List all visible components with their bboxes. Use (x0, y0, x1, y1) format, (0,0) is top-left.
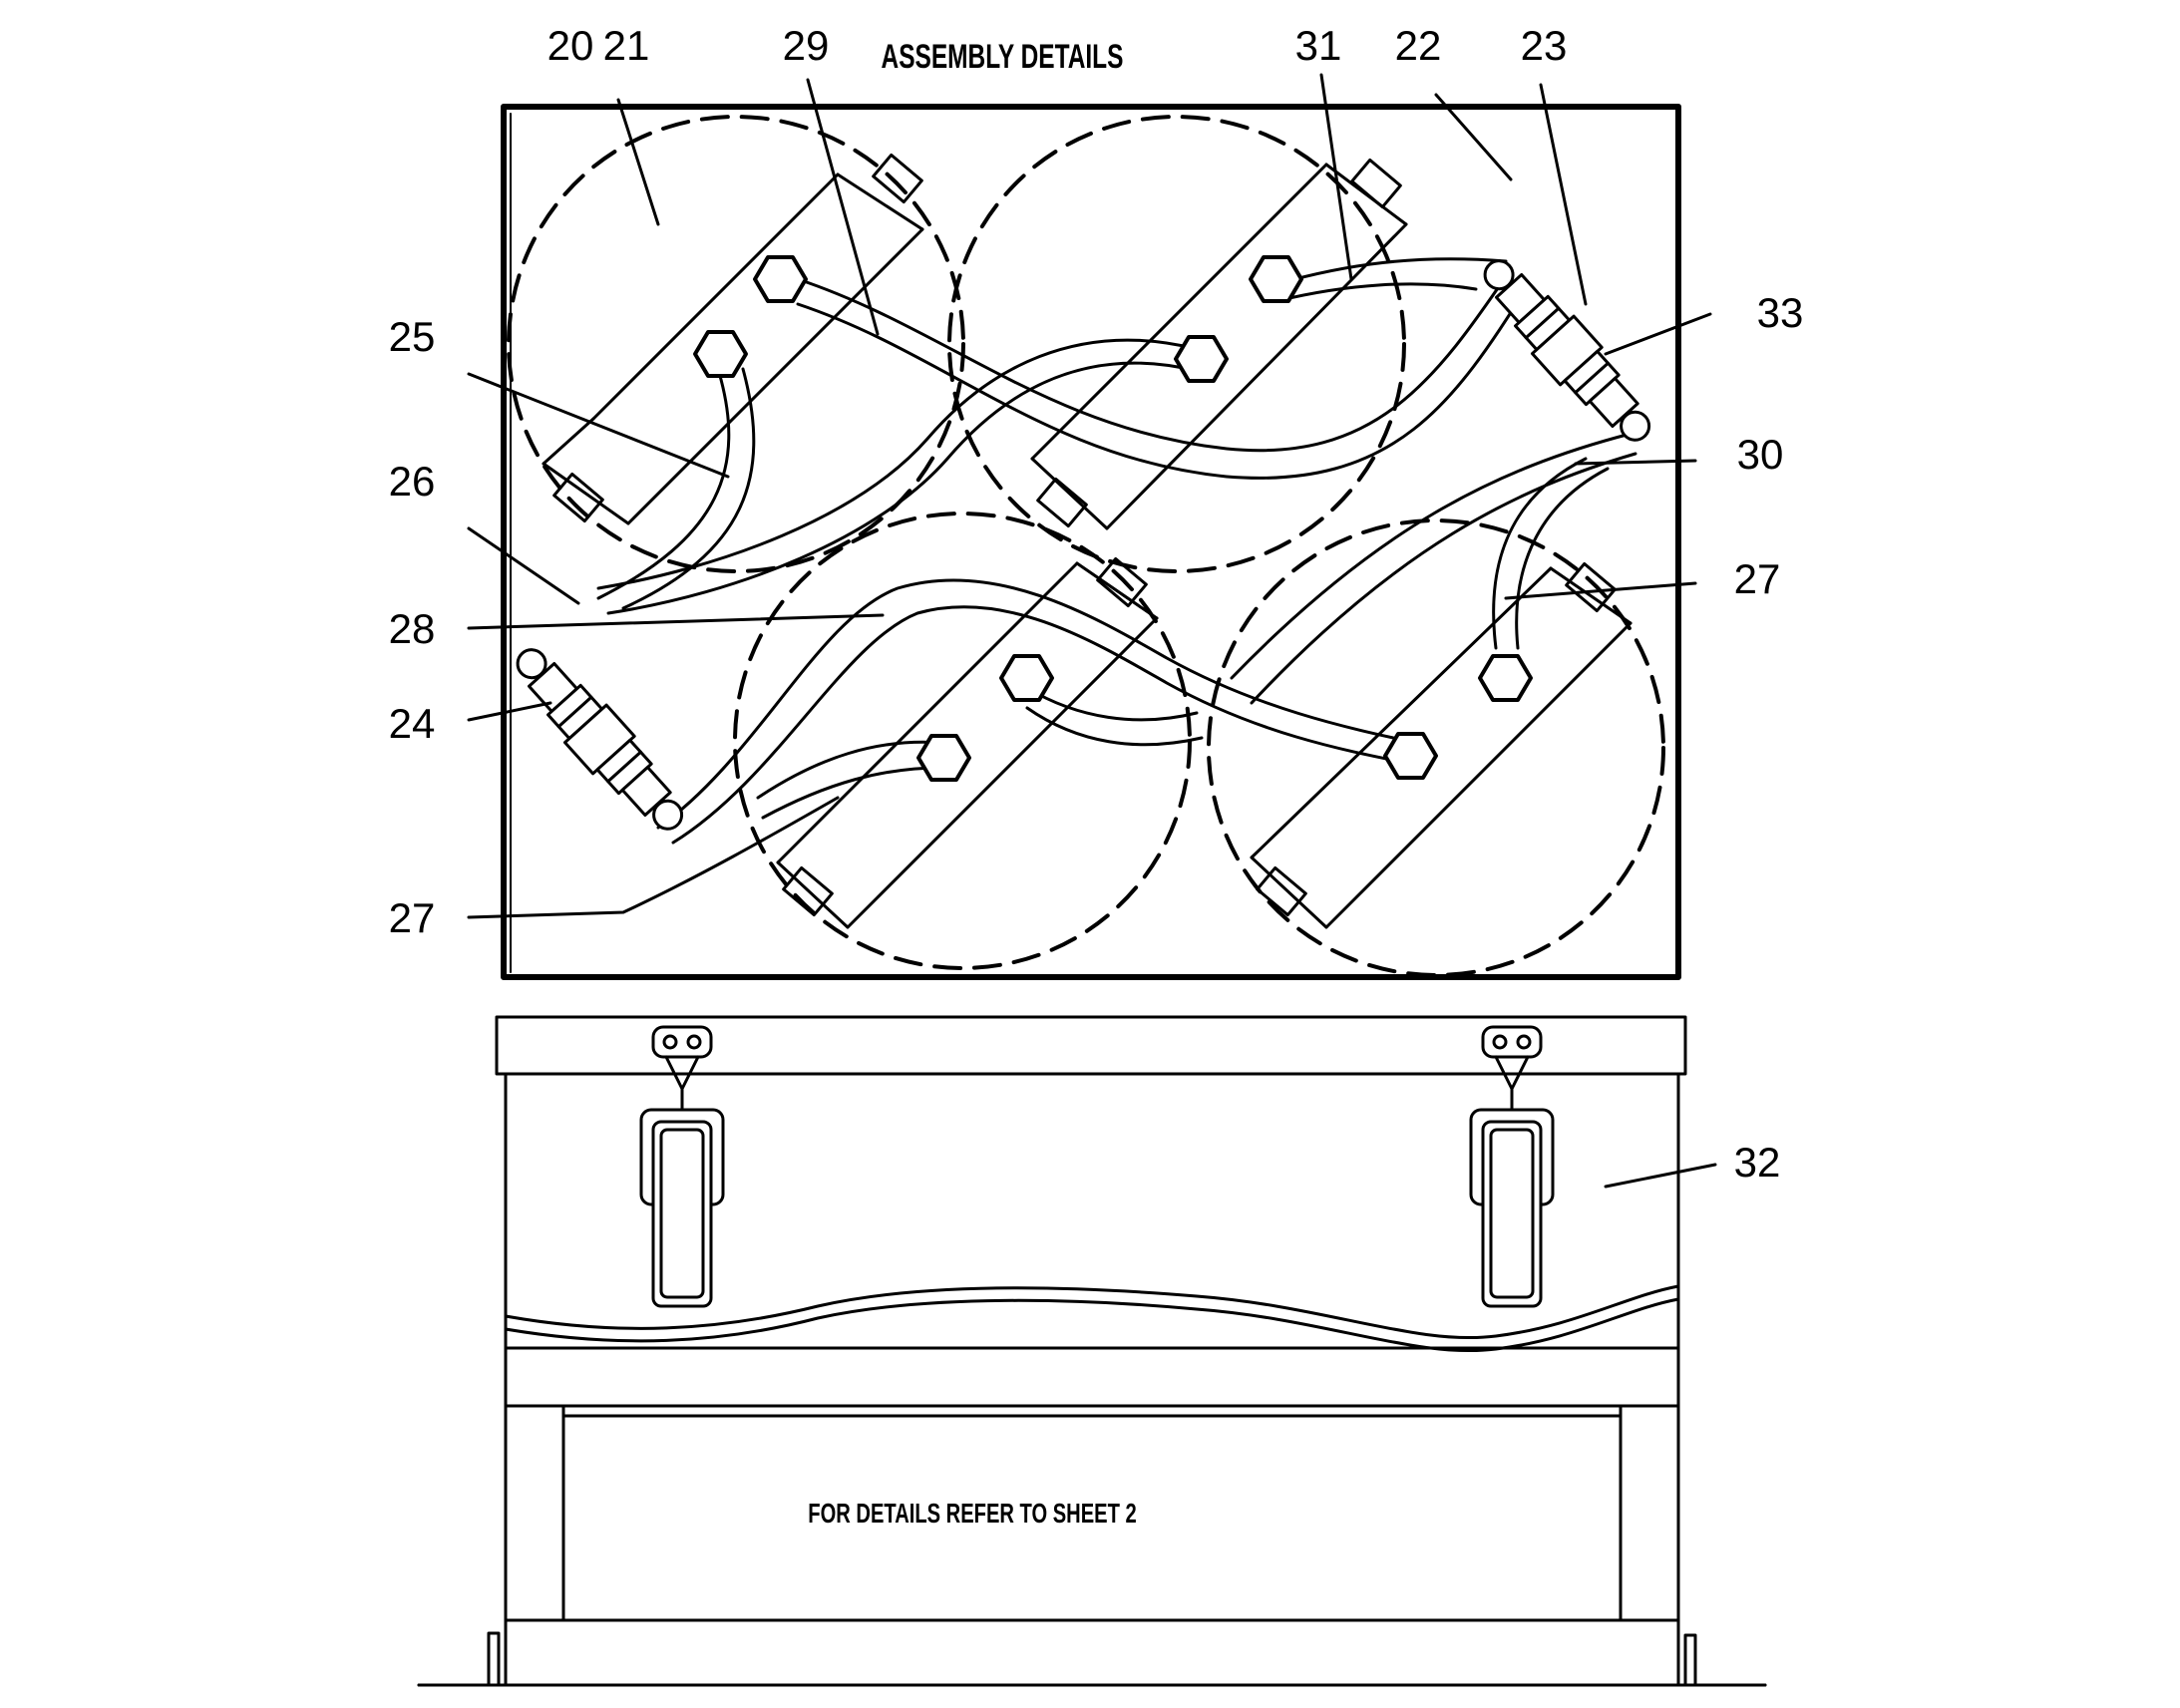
battery-bodies (542, 153, 1633, 929)
label-24: 24 (389, 700, 436, 747)
terminal-hex (1249, 255, 1303, 303)
label-21: 21 (603, 22, 650, 69)
cable-29 (796, 267, 1513, 453)
cable-31 (1274, 257, 1508, 286)
sheet-note: FOR DETAILS REFER TO SHEET 2 (808, 1499, 1136, 1530)
break-line (504, 1284, 1680, 1340)
label-28: 28 (389, 605, 436, 652)
latch-left (639, 1025, 725, 1308)
cable-jumper-bottom (1025, 686, 1199, 722)
terminal-hex (916, 734, 971, 782)
flange-right (1683, 1633, 1767, 1687)
battery-cables (596, 257, 1637, 845)
terminal-hex (1174, 335, 1229, 383)
battery-body-top-right (1030, 158, 1408, 530)
label-31: 31 (1295, 22, 1342, 69)
cable-26 (596, 338, 1199, 590)
cable-30 (1230, 432, 1633, 680)
box-body (417, 1015, 1767, 1687)
flange-left (417, 1631, 501, 1687)
battery-body-bottom-right (1250, 561, 1633, 929)
label-23: 23 (1521, 22, 1568, 69)
label-30: 30 (1737, 431, 1784, 478)
cable-27-left (756, 740, 944, 800)
battery-body-bottom-left (776, 556, 1159, 929)
label-32: 32 (1734, 1139, 1781, 1186)
battery-cells (507, 115, 1665, 977)
battery-body-top-left (542, 153, 924, 525)
label-27-right: 27 (1734, 555, 1781, 602)
box-lid (495, 1015, 1687, 1076)
terminal-hex (1478, 654, 1533, 702)
label-33: 33 (1757, 289, 1804, 336)
terminal-hex (999, 654, 1054, 702)
cable-25 (596, 367, 731, 600)
terminal-hex (1383, 732, 1438, 780)
cable-27-right (1492, 457, 1588, 650)
reference-numerals: 20 21 29 31 22 23 33 25 30 26 27 28 24 2… (389, 22, 1804, 1186)
latch-right (1469, 1025, 1555, 1308)
battery-cell-top-right (947, 115, 1406, 573)
connector-left (516, 648, 684, 831)
drawing-title: ASSEMBLY DETAILS (882, 38, 1124, 76)
battery-cell-top-left (507, 115, 965, 573)
label-27-left: 27 (389, 894, 436, 941)
label-25: 25 (389, 313, 436, 360)
cable-28 (656, 578, 1418, 830)
battery-terminals (693, 255, 1533, 782)
connector-right (1483, 259, 1651, 442)
battery-cell-bottom-right (1207, 518, 1665, 977)
label-29: 29 (783, 22, 830, 69)
label-20: 20 (547, 22, 594, 69)
leader-lines (467, 73, 1717, 1189)
tray-outline (501, 104, 1681, 980)
terminal-hex (693, 330, 748, 378)
terminal-hex (753, 255, 808, 303)
label-26: 26 (389, 458, 436, 505)
label-22: 22 (1395, 22, 1442, 69)
